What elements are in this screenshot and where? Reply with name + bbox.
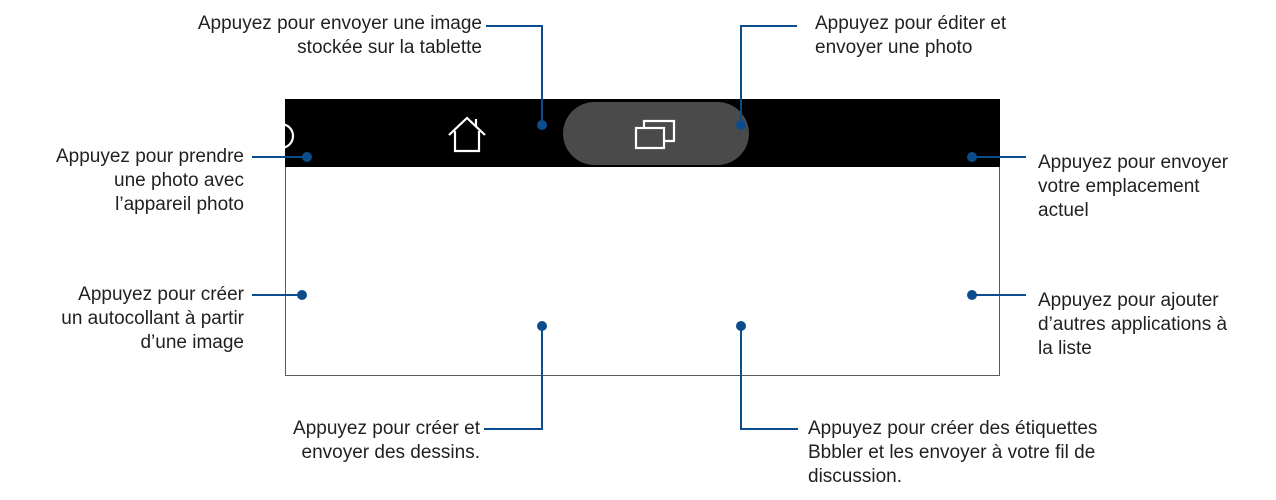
callout-edit-photo: Appuyez pour éditer et envoyer une photo bbox=[815, 12, 1006, 60]
callout-bbbler-labels: Appuyez pour créer des étiquettes Bbbler… bbox=[808, 417, 1097, 489]
callout-line: Appuyez pour éditer et bbox=[815, 13, 1007, 34]
callout-sticker: Appuyez pour créer un autocollant à part… bbox=[61, 283, 244, 355]
callout-line: votre emplacement bbox=[1038, 176, 1200, 197]
callout-line: Bbbler et les envoyer à votre fil de bbox=[808, 442, 1096, 463]
callout-line: d’une image bbox=[140, 332, 244, 353]
callout-line: une photo avec bbox=[114, 170, 244, 191]
callout-line: la liste bbox=[1038, 338, 1092, 359]
callout-line: envoyer une photo bbox=[815, 37, 973, 58]
recents-icon[interactable] bbox=[633, 118, 679, 152]
callout-add-apps: Appuyez pour ajouter d’autres applicatio… bbox=[1038, 289, 1227, 361]
callout-location: Appuyez pour envoyer votre emplacement a… bbox=[1038, 151, 1228, 223]
callout-line: envoyer des dessins. bbox=[301, 442, 481, 463]
callout-line: Appuyez pour envoyer une image bbox=[197, 13, 482, 34]
callout-line: l’appareil photo bbox=[115, 194, 244, 215]
home-icon[interactable] bbox=[445, 113, 489, 155]
callout-camera: Appuyez pour prendre une photo avec l’ap… bbox=[56, 145, 244, 217]
callout-line: un autocollant à partir bbox=[61, 308, 244, 329]
callout-line: Appuyez pour créer bbox=[78, 284, 244, 305]
callout-stored-image: Appuyez pour envoyer une image stockée s… bbox=[198, 12, 482, 60]
callout-drawings: Appuyez pour créer et envoyer des dessin… bbox=[293, 417, 480, 465]
callout-line: Appuyez pour prendre bbox=[55, 146, 244, 167]
callout-line: stockée sur la tablette bbox=[297, 37, 482, 58]
back-icon[interactable] bbox=[285, 121, 315, 151]
recents-button-highlight[interactable] bbox=[563, 102, 749, 165]
callout-line: d’autres applications à bbox=[1038, 314, 1228, 335]
callout-line: Appuyez pour ajouter bbox=[1038, 290, 1219, 311]
callout-line: Appuyez pour créer des étiquettes bbox=[808, 418, 1098, 439]
callout-line: actuel bbox=[1038, 200, 1089, 221]
callout-line: Appuyez pour envoyer bbox=[1038, 152, 1229, 173]
callout-line: discussion. bbox=[808, 466, 902, 487]
callout-line: Appuyez pour créer et bbox=[293, 418, 480, 439]
navigation-bar bbox=[285, 99, 1000, 167]
